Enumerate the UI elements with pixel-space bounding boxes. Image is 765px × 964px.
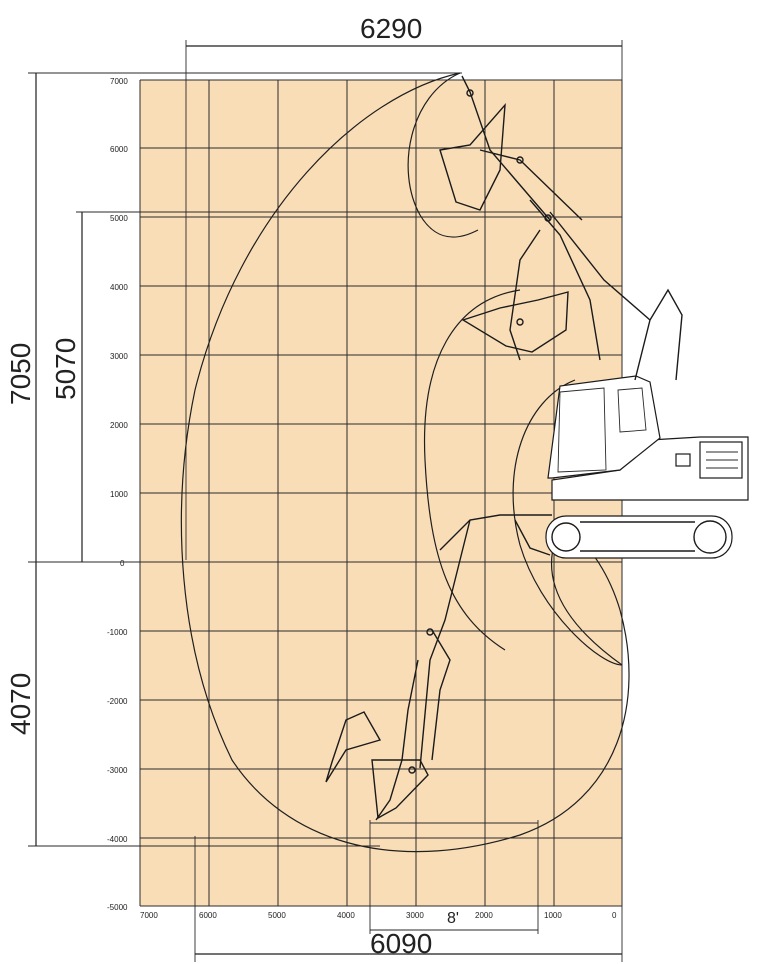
y-tick-minus-5000: -5000 [107,903,128,912]
x-tick-4000: 4000 [337,911,355,920]
y-tick-7000: 7000 [110,77,128,86]
track-frame [545,515,733,559]
y-tick-0: 0 [120,559,125,568]
y-tick-2000: 2000 [110,421,128,430]
x-axis-ticks: 7000 6000 5000 4000 3000 2000 1000 0 [140,911,617,920]
upper-structure [551,436,749,501]
excavator-machine [325,75,749,821]
y-tick-minus-1000: -1000 [107,628,128,637]
y-tick-1000: 1000 [110,490,128,499]
y-tick-4000: 4000 [110,283,128,292]
y-tick-minus-3000: -3000 [107,766,128,775]
depth-dimension: 4070 [5,562,380,847]
top-dimension: 6290 [185,13,623,560]
rear-sprocket-icon [693,520,727,554]
x-tick-2000: 2000 [475,911,493,920]
y-tick-6000: 6000 [110,145,128,154]
angle-label: 8' [447,910,459,927]
y-tick-3000: 3000 [110,352,128,361]
x-tick-5000: 5000 [268,911,286,920]
bottom-dimension: 6090 [194,836,623,962]
x-tick-3000: 3000 [406,911,424,920]
top-width-label: 6290 [360,13,422,44]
y-tick-minus-4000: -4000 [107,835,128,844]
y-tick-5000: 5000 [110,214,128,223]
x-tick-7000: 7000 [140,911,158,920]
side-panel [675,453,691,467]
x-tick-1000: 1000 [544,911,562,920]
inner-height-dimension: 5070 [50,211,540,562]
inner-height-label: 5070 [50,338,81,400]
x-tick-6000: 6000 [199,911,217,920]
left-height-label: 7050 [5,343,36,405]
x-tick-0: 0 [612,911,617,920]
y-axis-ticks: 7000 6000 5000 4000 3000 2000 1000 0 -10… [107,77,128,912]
front-idler-icon [551,522,581,552]
angle-dimension: 8' [369,820,539,934]
bottom-width-label: 6090 [370,928,432,959]
depth-label: 4070 [5,673,36,735]
grid-lines [139,79,623,907]
operator-cab [547,375,661,479]
y-tick-minus-2000: -2000 [107,697,128,706]
left-height-dimension: 7050 [5,72,462,563]
